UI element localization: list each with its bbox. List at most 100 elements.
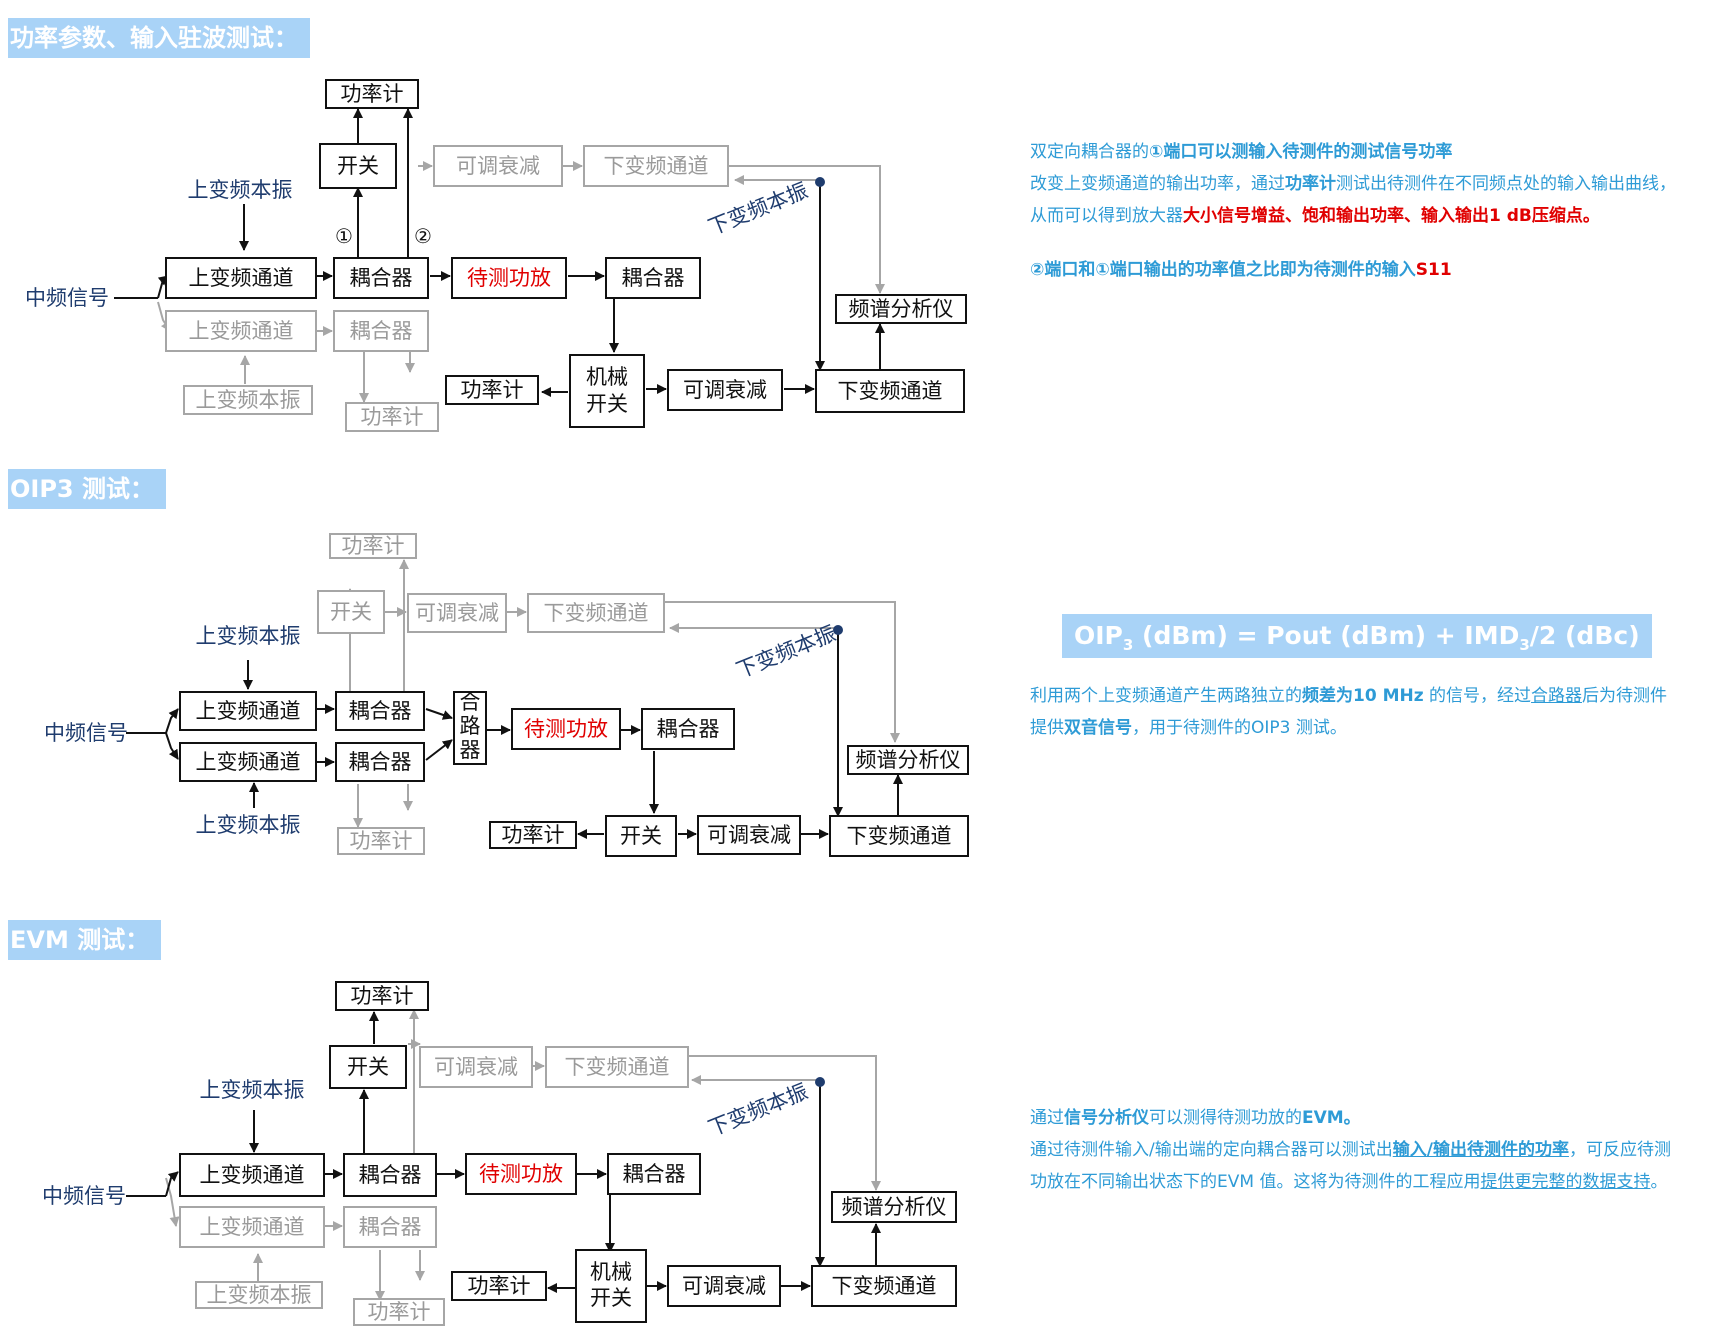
- svg-text:功率计: 功率计: [350, 829, 413, 853]
- label-up-lo-bottom: 上变频本振: [196, 813, 301, 837]
- svg-text:耦合器: 耦合器: [622, 266, 685, 290]
- up-channel-1: 上变频通道: [179, 691, 317, 731]
- svg-text:功率计: 功率计: [351, 984, 414, 1008]
- svg-text:上变频通道: 上变频通道: [200, 1215, 305, 1239]
- svg-text:功率计: 功率计: [502, 823, 565, 847]
- section-title-evm: EVM 测试：: [8, 920, 162, 960]
- power-meter-gray: 功率计: [345, 402, 439, 432]
- svg-text:耦合器: 耦合器: [349, 699, 412, 723]
- label-if-signal: 中频信号: [25, 286, 109, 310]
- down-channel-gray: 下变频通道: [545, 1046, 689, 1088]
- svg-text:耦合器: 耦合器: [657, 717, 720, 741]
- svg-text:频谱分析仪: 频谱分析仪: [842, 1195, 947, 1219]
- power-meter-gray: 功率计: [337, 827, 425, 855]
- svg-text:机械: 机械: [590, 1260, 632, 1284]
- power-meter-top: 功率计: [335, 981, 429, 1011]
- label-if-signal: 中频信号: [44, 721, 128, 745]
- svg-text:耦合器: 耦合器: [623, 1162, 686, 1186]
- port2-label: ②: [414, 224, 432, 248]
- svg-text:待测功放: 待测功放: [479, 1162, 563, 1186]
- label-down-lo: 下变频本振: [705, 1079, 811, 1141]
- svg-text:上变频通道: 上变频通道: [196, 699, 301, 723]
- svg-text:待测功放: 待测功放: [524, 717, 608, 741]
- attenuator-gray: 可调衰减: [419, 1046, 533, 1088]
- switch-gray: 开关: [317, 590, 385, 634]
- svg-text:开关: 开关: [330, 600, 372, 624]
- svg-text:下变频通道: 下变频通道: [544, 601, 649, 625]
- svg-text:频谱分析仪: 频谱分析仪: [856, 748, 961, 772]
- power-meter-bottom: 功率计: [489, 821, 577, 849]
- down-channel-gray: 下变频通道: [583, 145, 729, 187]
- svg-text:机械: 机械: [586, 365, 628, 389]
- up-channel-1: 上变频通道: [179, 1153, 325, 1197]
- svg-text:上变频通道: 上变频通道: [196, 750, 301, 774]
- svg-text:路: 路: [460, 714, 481, 738]
- svg-text:上变频本振: 上变频本振: [196, 388, 301, 412]
- svg-text:开关: 开关: [337, 154, 379, 178]
- svg-text:开关: 开关: [590, 1286, 632, 1310]
- svg-text:功率计: 功率计: [468, 1274, 531, 1298]
- oip3-formula: OIP3 (dBm) = Pout (dBm) + IMD3/2 (dBc): [1062, 614, 1652, 658]
- combiner: 合路器: [453, 690, 487, 765]
- up-lo-gray: 上变频本振: [195, 1281, 323, 1309]
- power-meter-bottom: 功率计: [451, 1271, 547, 1301]
- svg-text:耦合器: 耦合器: [359, 1163, 422, 1187]
- description-oip3: 利用两个上变频通道产生两路独立的频差为10 MHz 的信号，经过合路器后为待测件…: [1030, 686, 1668, 738]
- svg-text:器: 器: [460, 738, 481, 762]
- coupler-3: 耦合器: [641, 708, 735, 750]
- svg-text:功率计: 功率计: [341, 82, 404, 106]
- svg-text:开关: 开关: [347, 1055, 389, 1079]
- svg-text:下变频通道: 下变频通道: [832, 1274, 937, 1298]
- svg-text:合: 合: [460, 690, 481, 714]
- svg-text:开关: 开关: [586, 392, 628, 416]
- svg-text:下变频通道: 下变频通道: [838, 379, 943, 403]
- power-meter-bottom: 功率计: [445, 375, 539, 405]
- spectrum-analyzer: 频谱分析仪: [847, 745, 969, 775]
- svg-text:上变频通道: 上变频通道: [189, 266, 294, 290]
- up-channel-1: 上变频通道: [165, 257, 317, 299]
- description-power: 双定向耦合器的①端口可以测输入待测件的测试信号功率 改变上变频通道的输出功率，通…: [1030, 142, 1676, 280]
- svg-text:功率计: 功率计: [361, 405, 424, 429]
- up-channel-gray: 上变频通道: [165, 310, 317, 352]
- svg-text:耦合器: 耦合器: [359, 1215, 422, 1239]
- svg-text:下变频通道: 下变频通道: [565, 1055, 670, 1079]
- spectrum-analyzer: 频谱分析仪: [835, 294, 967, 324]
- coupler-1: 耦合器: [333, 257, 429, 299]
- power-meter-top: 功率计: [325, 79, 419, 109]
- switch: 开关: [329, 1045, 407, 1089]
- coupler-2: 耦合器: [607, 1153, 701, 1195]
- svg-text:开关: 开关: [620, 824, 662, 848]
- down-channel: 下变频通道: [815, 369, 965, 413]
- svg-text:耦合器: 耦合器: [350, 266, 413, 290]
- svg-text:频谱分析仪: 频谱分析仪: [849, 297, 954, 321]
- svg-text:功率计: 功率计: [461, 378, 524, 402]
- coupler-1: 耦合器: [343, 1153, 437, 1197]
- down-channel: 下变频通道: [811, 1265, 957, 1307]
- diagram-power-test: 功率计 开关 可调衰减 下变频通道 上变频通道 耦合器 待测功放 耦合器 频谱分…: [25, 79, 967, 432]
- svg-text:可调衰减: 可调衰减: [415, 601, 499, 625]
- up-channel-2: 上变频通道: [179, 742, 317, 782]
- switch: 开关: [319, 143, 397, 189]
- power-meter-gray-top: 功率计: [329, 533, 417, 559]
- switch: 开关: [605, 815, 677, 857]
- dut: 待测功放: [451, 257, 567, 299]
- svg-text:功率计: 功率计: [368, 1300, 431, 1324]
- attenuator-gray: 可调衰减: [407, 593, 507, 633]
- svg-text:下变频通道: 下变频通道: [604, 154, 709, 178]
- coupler-gray: 耦合器: [343, 1206, 437, 1248]
- coupler-1: 耦合器: [335, 691, 425, 731]
- section-title-oip3: OIP3 测试：: [8, 469, 166, 509]
- svg-text:可调衰减: 可调衰减: [434, 1055, 518, 1079]
- attenuator: 可调衰减: [697, 815, 801, 855]
- section-title-power: 功率参数、输入驻波测试：: [8, 18, 310, 58]
- description-evm: 通过信号分析仪可以测得待测功放的EVM。 通过待测件输入/输出端的定向耦合器可以…: [1030, 1108, 1671, 1192]
- dut: 待测功放: [511, 708, 621, 750]
- svg-text:待测功放: 待测功放: [467, 266, 551, 290]
- attenuator-gray: 可调衰减: [433, 145, 563, 187]
- down-channel-gray: 下变频通道: [527, 593, 665, 633]
- up-channel-gray: 上变频通道: [179, 1206, 325, 1248]
- coupler-2: 耦合器: [605, 257, 701, 299]
- label-up-lo-top: 上变频本振: [196, 624, 301, 648]
- attenuator: 可调衰减: [667, 369, 783, 411]
